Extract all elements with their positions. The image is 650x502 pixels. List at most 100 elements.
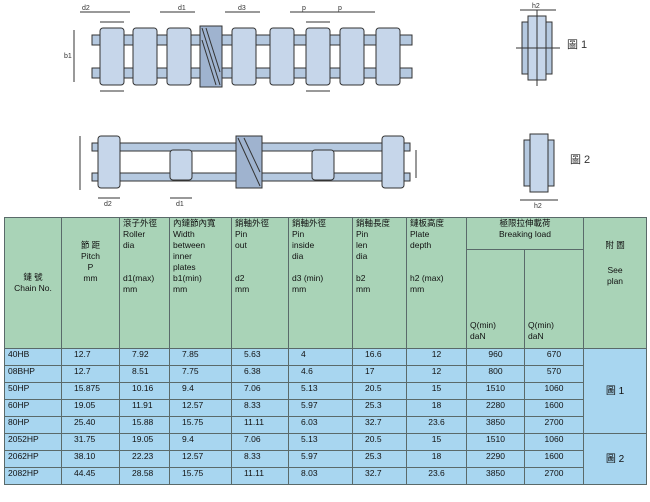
cell-width: 7.85 [169,348,232,366]
table-header-subrow: Q(min) daN Q(min) daN [5,249,647,349]
cell-pin-out: 11.11 [231,467,289,485]
cell-pin-len: 25.3 [352,450,407,468]
figure-1-label: 圖 1 [567,39,588,51]
dim-p2-label: p [338,5,342,12]
cell-q1: 800 [466,365,525,383]
cell-pin-len: 32.7 [352,467,407,485]
cell-q1: 3850 [466,467,525,485]
dim-h2-fig2-label: h2 [534,203,542,210]
cell-q2: 2700 [523,467,585,485]
cell-pitch: 25.40 [61,416,120,434]
cell-plate: 23.6 [406,416,467,434]
cell-pin-inside: 6.03 [288,416,353,434]
header-pitch: 節 距 Pitch P mm [61,217,120,349]
figure-2-label: 圖 2 [570,154,591,166]
cell-pitch: 12.7 [61,365,120,383]
cell-roller: 15.88 [119,416,170,434]
cell-q2: 1060 [523,433,585,451]
chain-drawing: d2 d1 d3 p p b1 h2 d2 d1 h2 [64,3,560,210]
header-see-plan: 附 圖 See plan [583,217,648,349]
cell-roller: 22.23 [119,450,170,468]
cell-width: 9.4 [169,433,232,451]
dim-p-label: p [302,5,306,12]
table-row: 2052HP 31.75 19.05 9.4 7.06 5.13 20.5 15… [4,433,648,485]
cell-pin-out: 8.33 [231,450,289,468]
header-q-min-1: Q(min) daN [466,249,525,349]
cell-q2: 1060 [523,382,585,400]
cell-pin-inside: 4 [288,348,353,366]
table-row: 2082HP 44.45 28.58 15.75 11.11 8.03 32.7… [4,467,647,485]
cell-plan-figure-2: 圖 2 [583,433,648,485]
cell-pin-inside: 4.6 [288,365,353,383]
cell-pin-out: 7.06 [231,433,289,451]
cell-q1: 1510 [466,433,525,451]
cell-chain-no: 60HP [4,399,62,417]
table-row: 40HB 12.7 7.92 7.85 5.63 4 16.6 12 960 6… [4,348,648,434]
cell-pin-out: 6.38 [231,365,289,383]
cell-q1: 960 [466,348,525,366]
figure-1-top-view [73,9,556,92]
cell-width: 9.4 [169,382,232,400]
cell-roller: 19.05 [119,433,170,451]
dim-d3-label: d3 [238,5,246,12]
cell-chain-no: 40HB [4,348,62,366]
cell-q1: 2290 [466,450,525,468]
cell-pin-inside: 5.97 [288,450,353,468]
table-row: 50HP 15.875 10.16 9.4 7.06 5.13 20.5 15 … [4,382,647,400]
header-width: 內鏈節內寬 Width between inner plates b1(min)… [169,217,232,349]
cell-chain-no: 08BHP [4,365,62,383]
cell-plate: 18 [406,450,467,468]
cell-plan-figure-1: 圖 1 [583,348,648,434]
cell-chain-no: 80HP [4,416,62,434]
cell-pitch: 44.45 [61,467,120,485]
header-breaking-load: 極限拉伸載荷 Breaking load [465,217,585,250]
figure-1-side-view [516,10,560,86]
cell-pin-len: 17 [352,365,407,383]
cell-pin-out: 7.06 [231,382,289,400]
cell-width: 7.75 [169,365,232,383]
cell-plate: 18 [406,399,467,417]
cell-pin-len: 20.5 [352,382,407,400]
cell-width: 15.75 [169,467,232,485]
cell-pin-inside: 5.97 [288,399,353,417]
cell-pin-out: 8.33 [231,399,289,417]
cell-q1: 1510 [466,382,525,400]
dim-d2-fig2-label: d2 [104,201,112,208]
cell-chain-no: 2052HP [4,433,62,451]
table-row: 60HP 19.05 11.91 12.57 8.33 5.97 25.3 18… [4,399,647,417]
cell-width: 15.75 [169,416,232,434]
cell-pin-len: 20.5 [352,433,407,451]
header-q-min-2: Q(min) daN [523,249,585,349]
table-row: 80HP 25.40 15.88 15.75 11.11 6.03 32.7 2… [4,416,647,434]
header-roller: 滾子外徑 Roller dia d1(max) mm [119,217,170,349]
cell-roller: 7.92 [119,348,170,366]
cell-pin-out: 5.63 [231,348,289,366]
cell-pin-inside: 5.13 [288,433,353,451]
cell-width: 12.57 [169,450,232,468]
cell-pitch: 12.7 [61,348,120,366]
cell-q1: 2280 [466,399,525,417]
cell-roller: 10.16 [119,382,170,400]
cell-width: 12.57 [169,399,232,417]
cell-pin-inside: 8.03 [288,467,353,485]
cell-pin-len: 32.7 [352,416,407,434]
cell-roller: 11.91 [119,399,170,417]
header-plate-depth: 鏈板高度 Plate depth h2 (max) mm [406,217,467,349]
cell-pitch: 19.05 [61,399,120,417]
cell-q2: 670 [523,348,585,366]
cell-pin-inside: 5.13 [288,382,353,400]
header-chain-no: 鏈 號 Chain No. [4,217,62,349]
cell-plate: 12 [406,348,467,366]
cell-pin-len: 16.6 [352,348,407,366]
cell-pitch: 31.75 [61,433,120,451]
figure-2-top-view [79,135,417,199]
cell-q1: 3850 [466,416,525,434]
table-header-row: 鏈 號 Chain No. 節 距 Pitch P mm 滾子外徑 Roller… [4,217,648,349]
figure-2-side-view [520,133,558,201]
cell-chain-no: 2082HP [4,467,62,485]
dim-d1-fig2-label: d1 [176,201,184,208]
chain-spec-table: 鏈 號 Chain No. 節 距 Pitch P mm 滾子外徑 Roller… [4,217,648,485]
cell-plate: 15 [406,433,467,451]
table-row: 08BHP 12.7 8.51 7.75 6.38 4.6 17 12 800 … [4,365,647,383]
cell-pitch: 15.875 [61,382,120,400]
